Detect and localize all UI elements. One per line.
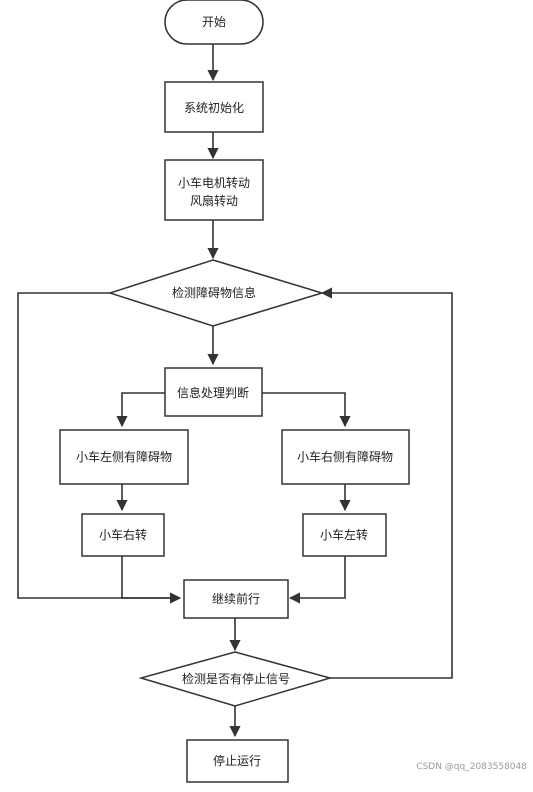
node-motor-label-line1: 小车电机转动 bbox=[178, 175, 250, 190]
watermark: CSDN @qq_2083558048 bbox=[416, 762, 527, 772]
node-detect-obstacle-label: 检测障碍物信息 bbox=[172, 285, 256, 300]
node-turn-left: 小车左转 bbox=[302, 513, 387, 557]
node-right-obstacle: 小车右侧有障碍物 bbox=[281, 429, 410, 485]
node-stop: 停止运行 bbox=[186, 739, 289, 783]
node-turn-right: 小车右转 bbox=[81, 513, 165, 557]
arrow-turn-right-to-continue bbox=[121, 556, 182, 604]
node-turn-right-label: 小车右转 bbox=[99, 527, 147, 542]
node-detect-stop: 检测是否有停止信号 bbox=[138, 651, 333, 707]
connectors bbox=[17, 44, 453, 738]
node-start-label: 开始 bbox=[202, 15, 226, 29]
node-start: 开始 bbox=[164, 0, 264, 45]
node-motor-label-line2: 风扇转动 bbox=[190, 193, 238, 208]
node-detect-obstacle: 检测障碍物信息 bbox=[107, 259, 325, 327]
node-init: 系统初始化 bbox=[164, 81, 264, 133]
node-continue-forward-label: 继续前行 bbox=[212, 591, 260, 606]
node-init-label: 系统初始化 bbox=[184, 101, 244, 115]
arrow-process-to-right bbox=[262, 392, 351, 428]
loop-detect-stop-to-detect bbox=[320, 287, 453, 679]
node-turn-left-label: 小车左转 bbox=[320, 527, 368, 542]
node-continue-forward: 继续前行 bbox=[183, 579, 289, 619]
node-left-obstacle-label: 小车左侧有障碍物 bbox=[76, 449, 172, 464]
node-process-info-label: 信息处理判断 bbox=[177, 385, 249, 400]
loop-detect-to-continue bbox=[17, 292, 182, 604]
node-stop-label: 停止运行 bbox=[213, 753, 261, 768]
node-left-obstacle: 小车左侧有障碍物 bbox=[59, 429, 189, 485]
arrow-turn-left-to-continue bbox=[288, 556, 346, 604]
node-motor: 小车电机转动 风扇转动 bbox=[164, 159, 264, 221]
node-right-obstacle-label: 小车右侧有障碍物 bbox=[297, 449, 393, 464]
node-detect-stop-label: 检测是否有停止信号 bbox=[182, 671, 290, 686]
node-process-info: 信息处理判断 bbox=[164, 367, 263, 417]
arrow-process-to-left bbox=[116, 392, 165, 428]
